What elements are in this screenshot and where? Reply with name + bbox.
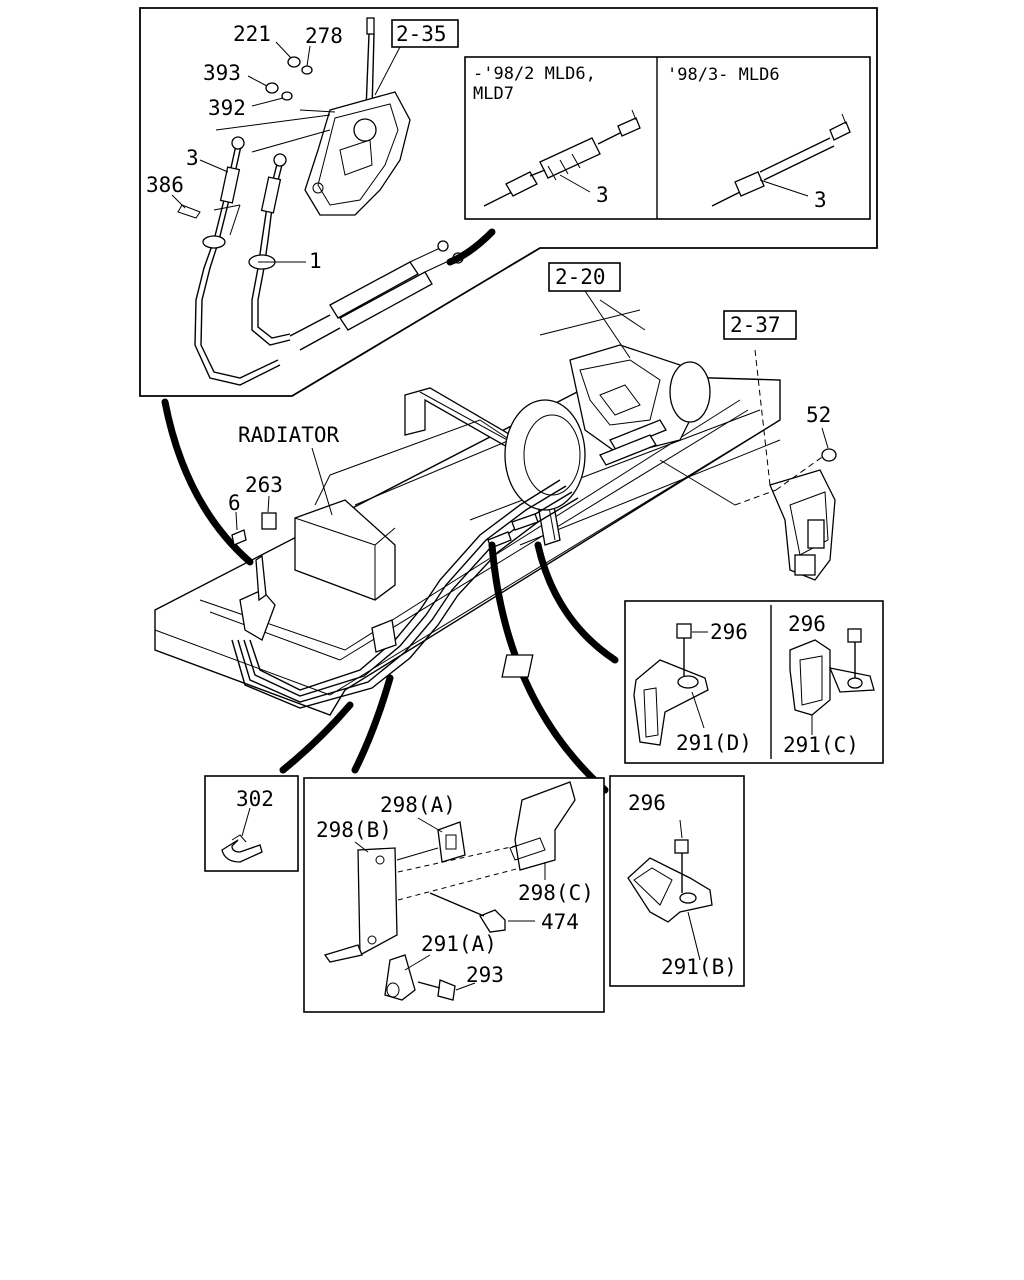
clip-291b xyxy=(627,819,713,961)
label-298a: 298(A) xyxy=(380,793,456,817)
label-1: 1 xyxy=(309,249,322,273)
cable-variant-new xyxy=(711,113,851,207)
label-296-d: 296 xyxy=(710,620,748,644)
shift-lever-assembly xyxy=(299,17,411,216)
variant-left-label-2: MLD7 xyxy=(473,84,514,104)
cable-ends xyxy=(258,240,464,351)
label-302: 302 xyxy=(236,787,274,811)
bracket-2-37 xyxy=(659,349,837,581)
label-296-c: 296 xyxy=(788,612,826,636)
label-298b: 298(B) xyxy=(316,818,392,842)
label-263: 263 xyxy=(245,473,283,497)
bolt-263-group xyxy=(231,495,277,546)
clip-on-frame xyxy=(371,619,397,653)
pointer-arc-bracket xyxy=(351,674,394,774)
cable-pair xyxy=(177,136,291,386)
label-278: 278 xyxy=(305,24,343,48)
label-radiator: RADIATOR xyxy=(238,423,340,447)
bracket-298b xyxy=(357,847,398,957)
shift-lever-frame: 2-35 221 278 393 392 3 386 1 xyxy=(139,7,878,397)
cable-variant-old xyxy=(483,109,641,207)
bracket-298a xyxy=(437,821,466,863)
bolt-474 xyxy=(429,892,535,933)
ref-2-37: 2-37 xyxy=(730,313,781,337)
clip-291c xyxy=(789,628,875,735)
pointer-arc-top xyxy=(446,228,496,266)
clip-291a xyxy=(384,954,431,1001)
label-6: 6 xyxy=(228,491,241,515)
variant-right-label: '98/3- MLD6 xyxy=(667,65,780,85)
label-291c: 291(C) xyxy=(783,733,859,757)
clip-291d xyxy=(501,623,709,746)
pointer-arc-left xyxy=(161,398,254,566)
chassis-assembly: 2-20 2-37 RADIATOR 263 6 52 xyxy=(154,262,837,716)
bracket-298c xyxy=(514,781,576,871)
clip-inset-dc: 296 291(D) 296 291(C) xyxy=(501,600,884,764)
clip-inset-b: 296 291(B) xyxy=(609,775,745,987)
variant-right-part: 3 xyxy=(814,188,827,212)
label-52: 52 xyxy=(806,403,831,427)
nuts-washers xyxy=(215,41,331,153)
label-392: 392 xyxy=(208,96,246,120)
label-221: 221 xyxy=(233,22,271,46)
bolt-293 xyxy=(417,979,476,1001)
ref-box-2-37 xyxy=(723,310,797,340)
label-291a: 291(A) xyxy=(421,932,497,956)
ref-2-20: 2-20 xyxy=(555,265,606,289)
lever-base xyxy=(239,589,276,641)
label-296-b: 296 xyxy=(628,791,666,815)
ref-2-35: 2-35 xyxy=(396,22,447,46)
pointer-arc-dc xyxy=(534,541,619,664)
label-291b: 291(B) xyxy=(661,955,737,979)
chassis-cables xyxy=(231,419,667,709)
lever-stub xyxy=(255,554,267,602)
label-3: 3 xyxy=(186,146,199,170)
ref-box-2-35 xyxy=(391,19,459,48)
pointer-arc-302 xyxy=(279,701,354,774)
ref-box-2-20 xyxy=(548,262,621,292)
variant-left-label-1: -'98/2 MLD6, xyxy=(473,64,596,84)
label-293: 293 xyxy=(466,963,504,987)
label-291d: 291(D) xyxy=(676,731,752,755)
pointer-arc-b xyxy=(488,541,609,794)
transmission xyxy=(504,299,711,511)
label-474: 474 xyxy=(541,910,579,934)
label-298c: 298(C) xyxy=(518,881,594,905)
label-393: 393 xyxy=(203,61,241,85)
inset-302: 302 xyxy=(204,775,299,872)
variant-inset: -'98/2 MLD6, MLD7 '98/3- MLD6 3 3 xyxy=(464,56,871,220)
bracket-inset: 298(A) 298(B) 298(C) 474 291(A) 293 xyxy=(303,777,605,1013)
label-386: 386 xyxy=(146,173,184,197)
variant-left-part: 3 xyxy=(596,183,609,207)
